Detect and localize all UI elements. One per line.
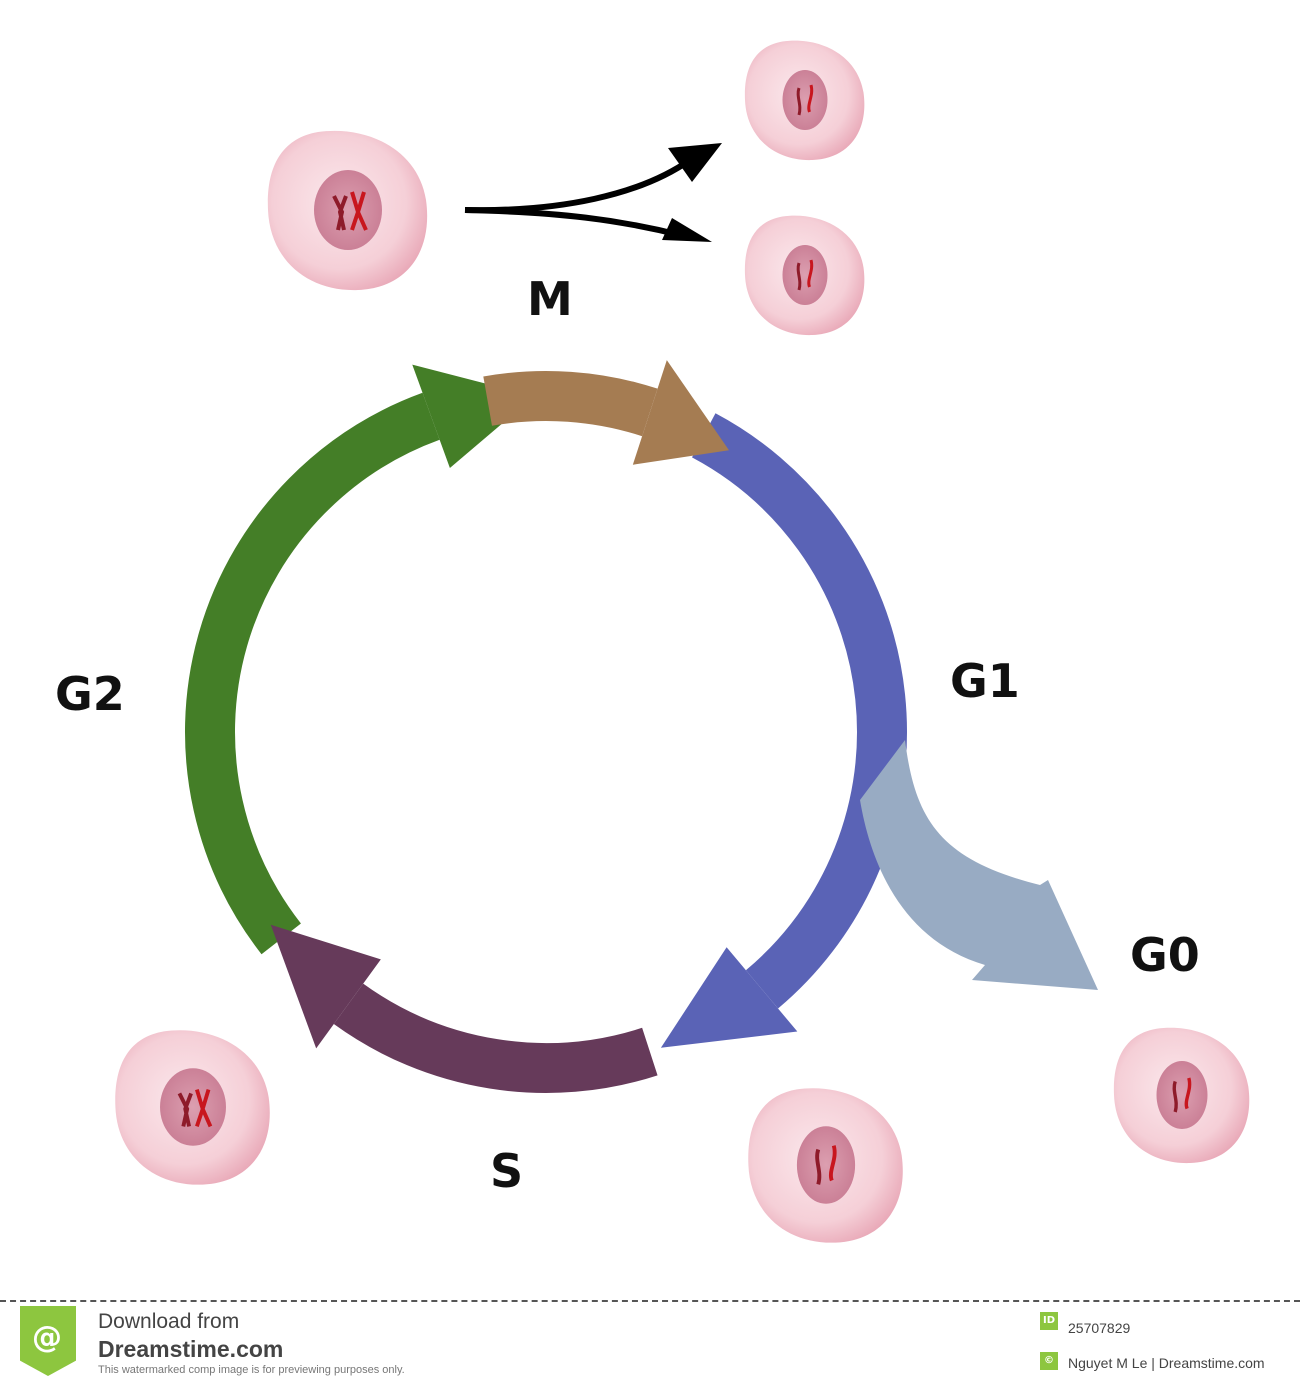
arrowhead-lower bbox=[662, 218, 712, 242]
cell-g2 bbox=[115, 1030, 270, 1185]
m-arrow-head bbox=[632, 360, 729, 465]
site-link[interactable]: Dreamstime.com bbox=[98, 1336, 284, 1362]
g2-arrow bbox=[185, 364, 535, 955]
label-s: S bbox=[490, 1144, 524, 1198]
label-g2: G2 bbox=[55, 667, 125, 721]
id-icon: ID bbox=[1040, 1312, 1058, 1330]
g1-arrow bbox=[660, 413, 907, 1048]
label-g1: G1 bbox=[950, 654, 1020, 708]
daughter-cell-bottom bbox=[744, 215, 865, 336]
author-credit: Nguyet M Le | Dreamstime.com bbox=[1068, 1355, 1265, 1371]
cycle-artwork bbox=[115, 40, 1250, 1243]
s-arrow-head bbox=[270, 924, 381, 1049]
label-m: M bbox=[527, 272, 573, 326]
m-arrow bbox=[483, 360, 729, 465]
dreamstime-logo-icon: @ bbox=[20, 1306, 76, 1376]
image-id: 25707829 bbox=[1068, 1320, 1131, 1336]
cell-g0 bbox=[1113, 1027, 1250, 1164]
g1-arrow-head bbox=[660, 947, 798, 1048]
s-arrow bbox=[270, 924, 658, 1093]
arrowhead-upper bbox=[668, 143, 722, 182]
division-arrows bbox=[464, 157, 692, 238]
g0-arrow bbox=[860, 740, 1098, 990]
cell-mitosis bbox=[267, 130, 428, 291]
download-from-text: Download from bbox=[98, 1310, 240, 1333]
watermark-footer: @ Download from Dreamstime.com This wate… bbox=[0, 1300, 1300, 1390]
cell-s bbox=[748, 1088, 903, 1243]
copyright-icon: © bbox=[1040, 1352, 1058, 1370]
cut-line bbox=[0, 1300, 1300, 1302]
daughter-cell-top bbox=[744, 40, 865, 161]
label-g0: G0 bbox=[1130, 928, 1200, 982]
preview-notice: This watermarked comp image is for previ… bbox=[98, 1364, 405, 1376]
